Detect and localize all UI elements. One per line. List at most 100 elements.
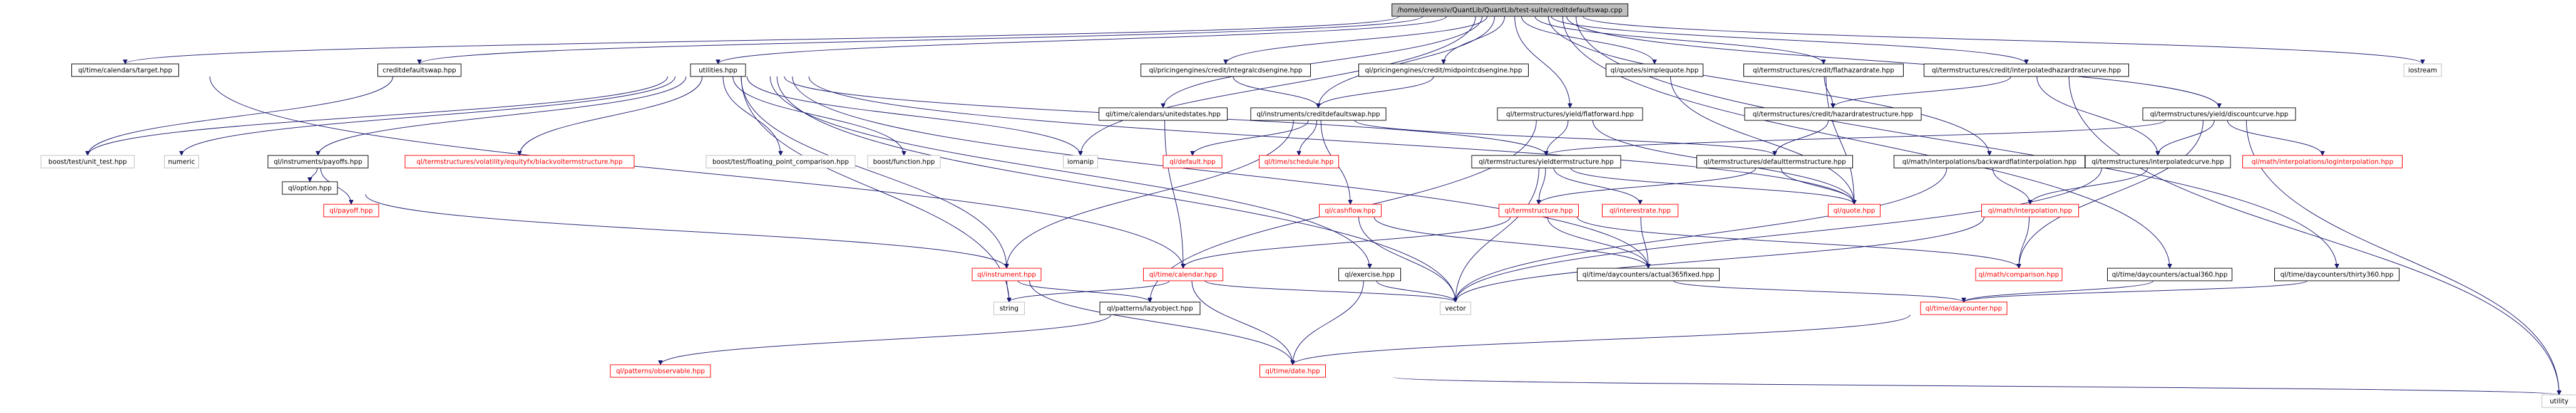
node-box — [1924, 63, 2129, 77]
node-iomanip[interactable]: iomanip — [1063, 155, 1098, 169]
edge-yieldterm-to-vector — [1455, 167, 1539, 302]
node-quote[interactable]: ql/quote.hpp — [1828, 204, 1881, 217]
edge-instr-cds-to-defaultterm — [1354, 120, 1775, 156]
edges-layer — [88, 16, 2559, 395]
node-iostream[interactable]: iostream — [2403, 63, 2442, 77]
node-interpolation[interactable]: ql/math/interpolation.hpp — [1981, 204, 2079, 217]
node-box — [1440, 301, 1471, 315]
node-unitedstates[interactable]: ql/time/calendars/unitedstates.hpp — [1099, 107, 1228, 121]
edge-root-to-iomanip — [1080, 16, 1476, 155]
node-loginterp[interactable]: ql/math/interpolations/loginterpolation.… — [2242, 155, 2403, 169]
node-payoffs[interactable]: ql/instruments/payoffs.hpp — [267, 155, 369, 169]
node-yieldterm[interactable]: ql/termstructures/yieldtermstructure.hpp — [1471, 155, 1621, 169]
node-box — [2107, 268, 2232, 281]
node-flathazard[interactable]: ql/termstructures/credit/flathazardrate.… — [1743, 63, 1904, 77]
edge-unitedstates-to-calendar — [1164, 120, 1183, 268]
edge-utilities-to-actual365 — [792, 76, 1648, 268]
node-box — [1099, 107, 1228, 121]
node-box — [1143, 268, 1223, 281]
edge-cashflow-to-vector — [1358, 216, 1455, 302]
node-payoff[interactable]: ql/payoff.hpp — [323, 204, 379, 217]
node-lazyobject[interactable]: ql/patterns/lazyobject.hpp — [1099, 301, 1201, 315]
node-label: utility — [2550, 398, 2568, 405]
node-backflat[interactable]: ql/math/interpolations/backwardflatinter… — [1894, 155, 2085, 169]
edge-root-to-actual360 — [1562, 16, 2170, 268]
edge-interpolation-to-comparison — [2019, 216, 2030, 268]
node-interestrate[interactable]: ql/interestrate.hpp — [1602, 204, 1678, 217]
edge-cds-hpp-to-unit-test — [88, 76, 394, 155]
node-discountcurve[interactable]: ql/termstructures/yield/discountcurve.hp… — [2142, 107, 2296, 121]
node-observable[interactable]: ql/patterns/observable.hpp — [610, 364, 711, 378]
node-label: ql/time/daycounters/actual365fixed.hpp — [1583, 271, 1715, 279]
node-box — [1250, 107, 1387, 121]
node-label: utilities.hpp — [699, 67, 737, 75]
node-instr-cds[interactable]: ql/instruments/creditdefaultswap.hpp — [1250, 107, 1387, 121]
node-box — [1920, 301, 2008, 315]
node-box — [1499, 204, 1579, 217]
node-label: ql/time/schedule.hpp — [1265, 159, 1334, 166]
node-hazardstruct[interactable]: ql/termstructures/credit/hazardratestruc… — [1744, 107, 1922, 121]
node-comparison[interactable]: ql/math/comparison.hpp — [1975, 268, 2063, 281]
node-label: boost/test/unit_test.hpp — [48, 159, 127, 166]
node-actual365[interactable]: ql/time/daycounters/actual365fixed.hpp — [1577, 268, 1720, 281]
node-ql-default[interactable]: ql/default.hpp — [1162, 155, 1223, 169]
node-box — [1392, 3, 1628, 17]
edge-root-to-thirty360 — [1576, 16, 2337, 268]
node-schedule[interactable]: ql/time/schedule.hpp — [1259, 155, 1339, 169]
edge-discountcurve-to-interpcurve — [2158, 120, 2215, 156]
node-blackvol[interactable]: ql/termstructures/volatility/equityfx/bl… — [404, 155, 635, 169]
node-label: vector — [1445, 305, 1466, 313]
edge-defaultterm-to-quote — [1780, 167, 1854, 205]
edge-instrument-to-string — [1006, 280, 1009, 302]
node-date[interactable]: ql/time/date.hpp — [1260, 364, 1326, 378]
node-unit-test[interactable]: boost/test/unit_test.hpp — [41, 155, 135, 169]
node-actual360[interactable]: ql/time/daycounters/actual360.hpp — [2107, 268, 2232, 281]
node-label: ql/termstructures/defaulttermstructure.h… — [1703, 159, 1846, 166]
node-cashflow[interactable]: ql/cashflow.hpp — [1319, 204, 1382, 217]
node-box — [1744, 107, 1922, 121]
node-label: ql/patterns/observable.hpp — [616, 368, 705, 375]
node-label: ql/patterns/lazyobject.hpp — [1107, 305, 1193, 313]
node-option[interactable]: ql/option.hpp — [282, 181, 338, 195]
edge-calendar-to-date — [1191, 280, 1293, 365]
node-box — [690, 63, 746, 77]
node-defaultterm[interactable]: ql/termstructures/defaulttermstructure.h… — [1696, 155, 1853, 169]
edge-yieldterm-to-quote — [1570, 167, 1854, 205]
node-interphazard[interactable]: ql/termstructures/credit/interpolatedhaz… — [1924, 63, 2129, 77]
node-box — [1577, 268, 1720, 281]
node-termstructure[interactable]: ql/termstructure.hpp — [1499, 204, 1579, 217]
node-thirty360[interactable]: ql/time/daycounters/thirty360.hpp — [2274, 268, 2399, 281]
node-daycounter[interactable]: ql/time/daycounter.hpp — [1920, 301, 2008, 315]
node-instrument[interactable]: ql/instrument.hpp — [972, 268, 1042, 281]
node-box — [267, 155, 369, 169]
node-vector[interactable]: vector — [1440, 301, 1471, 315]
node-box — [2085, 155, 2231, 169]
node-flatforward[interactable]: ql/termstructures/yield/flatforward.hpp — [1497, 107, 1643, 121]
edge-cashflow-to-actual365 — [1373, 216, 1648, 269]
node-label: creditdefaultswap.hpp — [382, 67, 456, 75]
node-label: ql/time/daycounters/thirty360.hpp — [2281, 271, 2394, 279]
node-box — [404, 155, 635, 169]
node-simplequote[interactable]: ql/quotes/simplequote.hpp — [1606, 63, 1703, 77]
node-target[interactable]: ql/time/calendars/target.hpp — [71, 63, 179, 77]
node-exercise[interactable]: ql/exercise.hpp — [1338, 268, 1401, 281]
edge-root-to-integral-engine — [1226, 16, 1488, 65]
node-cds-hpp[interactable]: creditdefaultswap.hpp — [377, 63, 461, 77]
node-midpoint-engine[interactable]: ql/pricingengines/credit/midpointcdsengi… — [1358, 63, 1529, 77]
node-box — [2142, 107, 2296, 121]
node-label: ql/instruments/creditdefaultswap.hpp — [1256, 111, 1380, 118]
node-root[interactable]: /home/devensiv/QuantLib/QuantLib/test-su… — [1392, 3, 1628, 17]
node-interpcurve[interactable]: ql/termstructures/interpolatedcurve.hpp — [2085, 155, 2231, 169]
node-utilities[interactable]: utilities.hpp — [690, 63, 746, 77]
node-numeric[interactable]: numeric — [164, 155, 199, 169]
node-integral-engine[interactable]: ql/pricingengines/credit/integralcdsengi… — [1141, 63, 1311, 77]
edge-flathazard-to-hazardstruct — [1824, 76, 1833, 108]
node-utility[interactable]: utility — [2542, 394, 2576, 408]
node-string[interactable]: string — [993, 301, 1025, 315]
node-label: iostream — [2408, 67, 2437, 75]
edge-root-to-cds-hpp — [419, 16, 1424, 65]
node-fpcomp[interactable]: boost/test/floating_point_comparison.hpp — [706, 155, 856, 169]
edge-actual365-to-daycounter — [1673, 280, 1964, 303]
node-function[interactable]: boost/function.hpp — [867, 155, 941, 169]
node-calendar[interactable]: ql/time/calendar.hpp — [1143, 268, 1223, 281]
